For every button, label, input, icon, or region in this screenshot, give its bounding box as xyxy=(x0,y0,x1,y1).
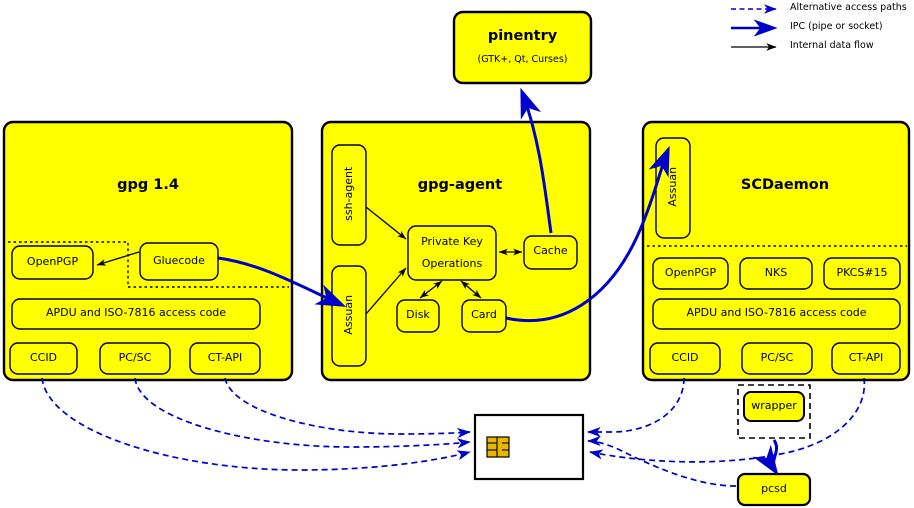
flow-privkey-disk xyxy=(419,280,443,299)
ipc-gluecode-to-gpgagent-assuan xyxy=(217,256,347,307)
flow-assuan-to-privkey xyxy=(365,267,407,315)
wrapper-box xyxy=(743,391,805,422)
gpgagent-sshagent-box xyxy=(331,144,367,246)
pcsd-box xyxy=(736,472,812,507)
flow-sshagent-to-privkey xyxy=(365,206,407,240)
ipc-wrapper-to-pcsd xyxy=(752,439,779,476)
scdaemon-assuan-box xyxy=(655,137,691,239)
ipc-card-to-scdaemon-assuan xyxy=(505,145,670,323)
alt-path-pcsd-to-card xyxy=(587,435,737,487)
gpgagent-cache-box xyxy=(523,235,578,270)
wrapper-dashed-region xyxy=(737,384,811,439)
gpgagent-disk-box xyxy=(396,299,440,333)
alt-path-gpg-ccid-to-card xyxy=(41,377,471,471)
gpgagent-privkey-box xyxy=(407,225,497,281)
alt-path-gpg-pcsc-to-card xyxy=(134,377,471,449)
gpg-driver-box-ccid xyxy=(9,342,78,375)
gpgagent-card-box xyxy=(461,299,507,333)
scdaemon-driver-box-ctapi xyxy=(831,342,901,375)
smartcard-chip-icon xyxy=(486,436,510,458)
flow-privkey-card xyxy=(460,280,482,299)
scdaemon-apdu-box xyxy=(652,298,901,330)
flow-gluecode-to-openpgp xyxy=(96,251,140,266)
ipc-gpgagent-to-pinentry xyxy=(520,87,553,234)
gpgagent-assuan-box xyxy=(331,265,367,367)
pinentry-box xyxy=(452,10,593,85)
scdaemon-app-box-nks xyxy=(739,257,813,290)
scdaemon-app-box-pkcs15 xyxy=(823,257,901,290)
gpg-driver-box-pcsc xyxy=(99,342,171,375)
alt-path-scd-ctapi-to-card xyxy=(589,377,866,463)
alt-path-scd-ccid-to-card xyxy=(587,377,685,438)
gpg-gluecode-box xyxy=(139,242,219,281)
gpg-openpgp-box xyxy=(11,245,94,280)
gpg-apdu-box xyxy=(11,298,261,330)
scdaemon-driver-box-ccid xyxy=(649,342,721,375)
gpg-driver-box-ctapi xyxy=(189,342,261,375)
alt-path-gpg-ctapi-to-card xyxy=(224,377,471,439)
legend-graphics xyxy=(731,4,778,51)
scdaemon-app-box-openpgp xyxy=(652,257,729,290)
scdaemon-driver-box-pcsc xyxy=(741,342,813,375)
